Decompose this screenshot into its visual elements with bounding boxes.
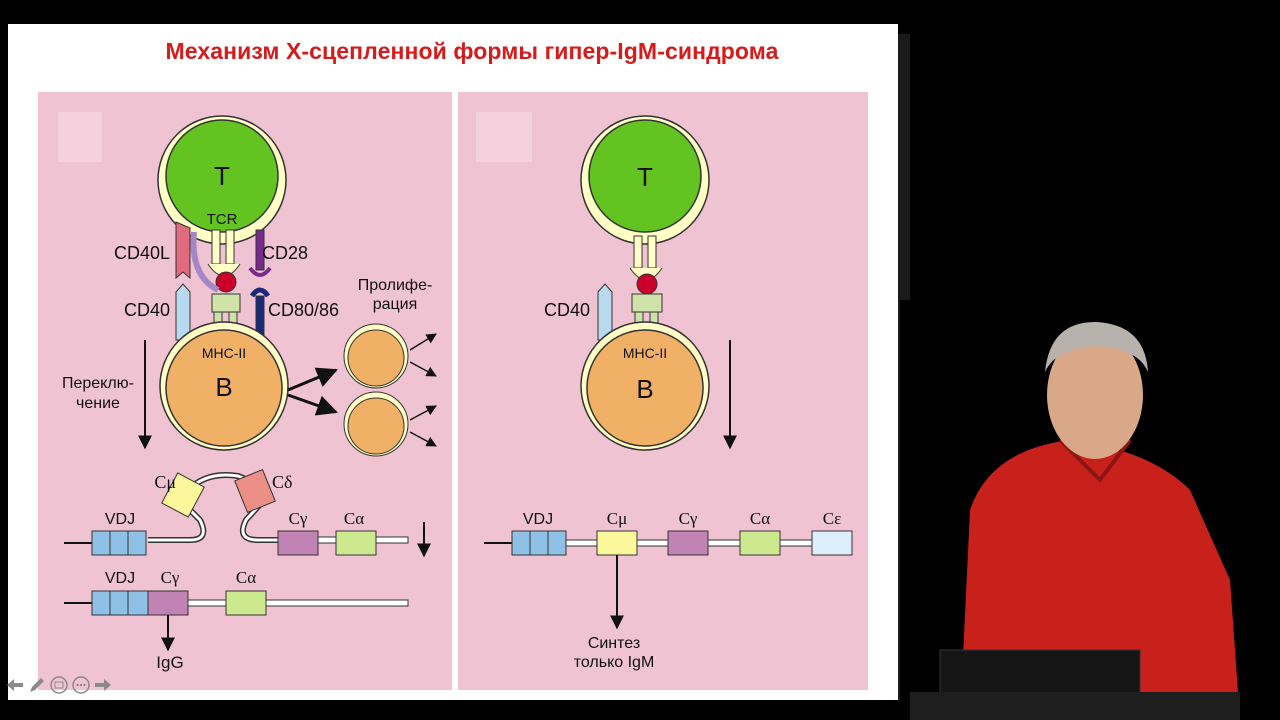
cd80-label: CD80/86	[268, 300, 339, 320]
tcr-label: TCR	[207, 211, 238, 228]
b-cell	[165, 329, 283, 447]
b-cell-label: B	[215, 372, 232, 402]
panel-divider	[452, 92, 458, 690]
hyper-igm-diagram: T TCR CD40L CD28 CD40 CD80	[38, 92, 868, 690]
pen-icon[interactable]	[28, 676, 46, 694]
split-arrow-3	[409, 405, 437, 421]
presenter-face	[1047, 331, 1143, 459]
cd28-label: CD28	[262, 243, 308, 263]
cd40l-molecule	[175, 221, 191, 280]
calpha-label-1: Cα	[344, 509, 364, 528]
t-cell-right	[588, 119, 702, 233]
igm-only-label-2: только IgM	[574, 654, 655, 671]
cd40l-label: CD40L	[114, 243, 170, 263]
calpha-segment-right	[739, 530, 781, 556]
tcr-stalk-right	[225, 229, 235, 265]
vdj-segment-2	[91, 590, 149, 616]
presenter-hair	[1045, 322, 1148, 372]
cdelta-segment-loop	[234, 468, 276, 514]
switching-label-1: Переклю-	[62, 375, 134, 392]
b-cell-right	[586, 329, 704, 447]
antigen-peptide-right	[636, 273, 658, 295]
daughter-cell-1	[347, 329, 405, 387]
desk	[910, 692, 1240, 720]
more-icon[interactable]	[72, 676, 90, 694]
left-panel: T TCR CD40L CD28 CD40 CD80	[38, 92, 452, 690]
mhc-ii-label: MHC-II	[202, 345, 246, 361]
t-cell-label-right: T	[637, 162, 653, 192]
vdj-segment-right	[511, 530, 567, 556]
tcr-stalk-left-right	[633, 235, 643, 269]
split-arrow-2	[409, 361, 437, 377]
cmu-segment-right	[596, 530, 638, 556]
presenter-video	[900, 300, 1280, 720]
calpha-segment-2	[225, 590, 267, 616]
cd40-molecule-right	[597, 283, 613, 341]
right-panel-swatch	[476, 112, 532, 162]
vdj-label-2: VDJ	[105, 570, 135, 587]
cmu-label-loop: Cμ	[154, 472, 176, 492]
t-cell	[165, 119, 279, 233]
antigen-peptide	[215, 271, 237, 293]
tcr-stalk-right-right	[647, 235, 657, 269]
cgamma-segment-1	[277, 530, 319, 556]
cgamma-label-right: Cγ	[679, 509, 698, 528]
proliferation-label-1: Пролифе-	[358, 277, 433, 294]
vdj-segment-1	[91, 530, 147, 556]
mhc-ii-head	[211, 293, 241, 313]
proliferation-arrow-1	[287, 367, 338, 392]
cmu-label-right: Cμ	[607, 509, 627, 528]
b-cell-label-right: B	[636, 374, 653, 404]
slide: Механизм Х-сцепленной формы гипер-IgM-си…	[8, 24, 898, 700]
forward-arrow-icon[interactable]	[94, 676, 112, 694]
cd40-label: CD40	[124, 300, 170, 320]
right-panel: T CD40 MHC-II B VDJ Cμ	[458, 92, 868, 690]
split-arrow-1	[409, 333, 437, 351]
calpha-label-2: Cα	[236, 568, 256, 587]
cmu-segment-loop	[161, 472, 205, 518]
calpha-segment-1	[335, 530, 377, 556]
cgamma-segment-right	[667, 530, 709, 556]
igg-label: IgG	[156, 653, 183, 672]
cd40-molecule	[175, 283, 191, 341]
cepsilon-label-right: Cε	[823, 509, 841, 528]
tcr-stalk-left	[211, 229, 221, 265]
cd28-cup	[248, 266, 272, 277]
slide-title: Механизм Х-сцепленной формы гипер-IgM-си…	[165, 38, 779, 64]
switch-loop-inner	[148, 473, 278, 542]
cgamma-segment-2	[147, 590, 189, 616]
cgamma-label-2: Cγ	[161, 568, 180, 587]
split-arrow-4	[409, 431, 437, 447]
cd40-label-right: CD40	[544, 300, 590, 320]
back-arrow-icon[interactable]	[6, 676, 24, 694]
cd80-head	[249, 287, 271, 298]
calpha-label-right: Cα	[750, 509, 770, 528]
mhc-ii-head-right	[631, 293, 663, 313]
cd28-molecule	[255, 229, 265, 271]
slide-nav-bar	[6, 674, 112, 696]
cgamma-label-1: Cγ	[289, 509, 308, 528]
left-panel-swatch	[58, 112, 102, 162]
proliferation-label-2: рация	[373, 296, 418, 313]
vdj-label-right: VDJ	[523, 511, 553, 528]
daughter-cell-2	[347, 397, 405, 455]
cdelta-label-loop: Cδ	[272, 472, 293, 492]
vdj-label-1: VDJ	[105, 511, 135, 528]
mhc-ii-label-right: MHC-II	[623, 345, 667, 361]
cepsilon-segment-right	[811, 530, 853, 556]
proliferation-arrow-2	[287, 393, 338, 416]
cd40l-link	[190, 231, 220, 293]
switching-label-2: чение	[76, 395, 120, 412]
gene-line-2-tail	[185, 599, 409, 607]
igm-only-label-1: Синтез	[588, 635, 640, 652]
slides-icon[interactable]	[50, 676, 68, 694]
t-cell-label: T	[214, 161, 230, 191]
